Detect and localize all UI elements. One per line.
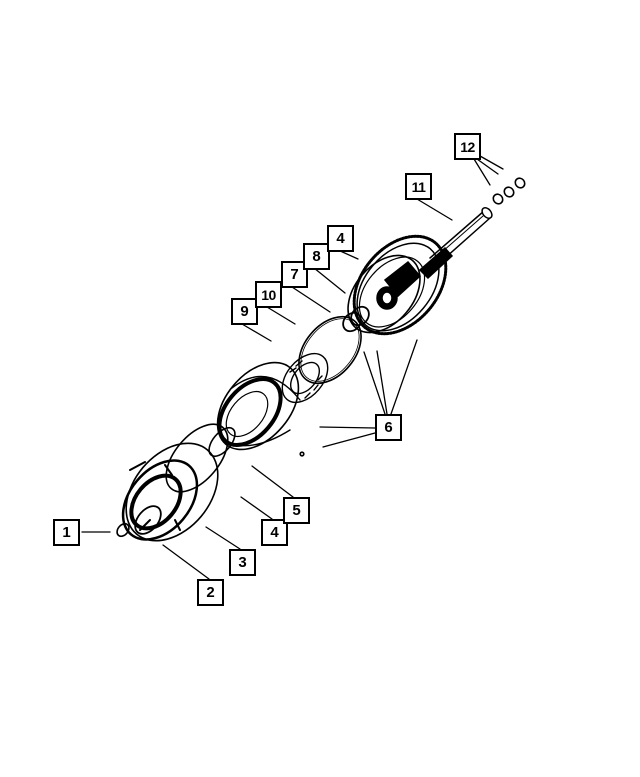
callout-1: 1 bbox=[53, 519, 80, 546]
o-ring-part-1 bbox=[116, 522, 130, 538]
callout-4-upper: 4 bbox=[327, 225, 354, 252]
callout-5: 5 bbox=[283, 497, 310, 524]
o-rings-part-12 bbox=[492, 177, 526, 205]
gear-hub-assembly bbox=[347, 234, 448, 336]
callout-3: 3 bbox=[229, 549, 256, 576]
callout-8: 8 bbox=[303, 243, 330, 270]
snap-ring-part-10 bbox=[298, 315, 362, 385]
input-shaft-part-11 bbox=[418, 206, 493, 280]
callout-9: 9 bbox=[231, 298, 258, 325]
callout-12: 12 bbox=[454, 133, 481, 160]
callout-11: 11 bbox=[405, 173, 432, 200]
callout-7: 7 bbox=[281, 261, 308, 288]
leader-lines bbox=[81, 155, 504, 580]
callout-10: 10 bbox=[255, 281, 282, 308]
callout-2: 2 bbox=[197, 579, 224, 606]
clutch-drum-part-5 bbox=[216, 361, 301, 451]
clutch-housing-part-2 bbox=[121, 442, 219, 542]
callout-6: 6 bbox=[375, 414, 402, 441]
